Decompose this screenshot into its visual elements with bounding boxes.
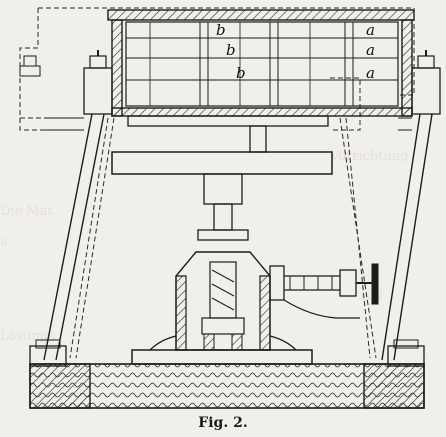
svg-text:Lösungs: Lösungs	[0, 329, 55, 344]
figure-caption: Fig. 2.	[198, 415, 248, 431]
svg-text:a: a	[0, 234, 8, 249]
top-frame-dashed-outline	[19, 7, 415, 131]
support-legs	[43, 113, 433, 361]
label-b3: b	[236, 64, 246, 82]
central-spindle	[111, 115, 333, 241]
crystal-tray: b b b a a a	[107, 9, 415, 117]
label-a2: a	[366, 41, 375, 59]
label-a1: a	[366, 21, 375, 39]
label-a3: a	[366, 64, 375, 82]
svg-text:Die Mat: Die Mat	[0, 204, 53, 219]
crank-arm	[269, 263, 379, 319]
svg-text:Vorrichtung: Vorrichtung	[329, 149, 409, 164]
label-b1: b	[216, 21, 226, 39]
top-hangers	[19, 50, 441, 131]
bearing-housing	[149, 251, 297, 351]
base-assembly	[29, 339, 425, 409]
label-b2: b	[226, 41, 236, 59]
